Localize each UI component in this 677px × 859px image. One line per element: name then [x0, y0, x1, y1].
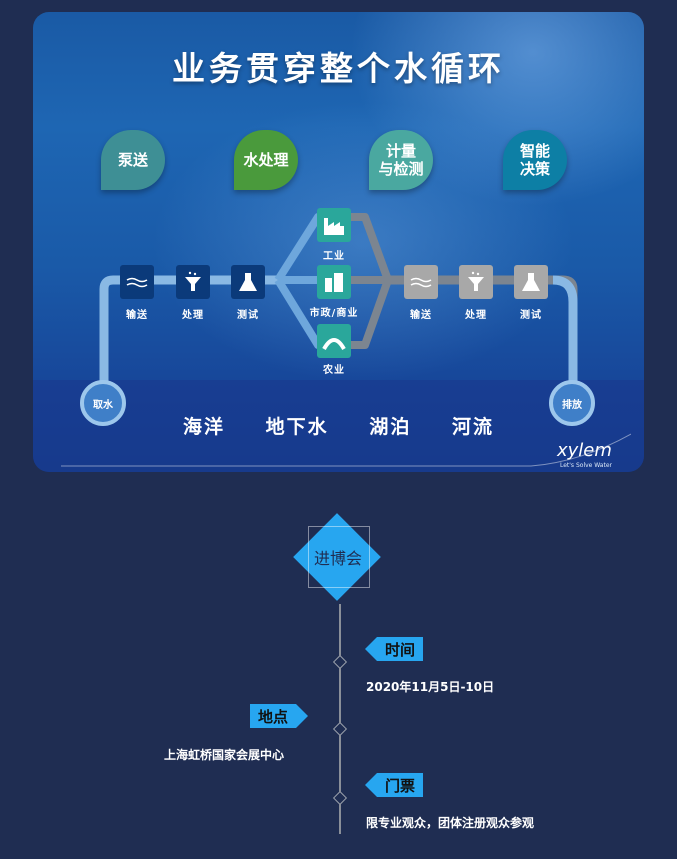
transport-icon	[404, 265, 438, 299]
brand-tagline: Let's Solve Water	[560, 462, 612, 469]
timeline-dot	[332, 721, 348, 737]
node-label: 输送	[126, 310, 148, 321]
node-label: 测试	[520, 310, 542, 321]
event-title: 进博会	[313, 549, 362, 568]
node-label: 处理	[465, 310, 487, 321]
flask-icon	[514, 265, 548, 299]
filter-icon	[459, 265, 493, 299]
discharge-badge: 排放	[549, 380, 595, 426]
water-sources: 海洋 地下水 湖泊 河流	[33, 412, 644, 439]
location-tag: 地点	[250, 704, 309, 728]
node-label: 输送	[410, 310, 432, 321]
brand-logo: xylem	[557, 440, 612, 461]
timeline-dot	[332, 654, 348, 670]
time-value: 2020年11月5日-10日	[366, 680, 495, 694]
ticket-value: 限专业观众，团体注册观众参观	[366, 816, 535, 830]
node-label: 工业	[323, 251, 345, 262]
category-treatment: 水处理	[234, 130, 298, 190]
node-label: 农业	[323, 365, 345, 376]
event-diamond-frame	[308, 526, 370, 588]
source-river: 河流	[451, 416, 494, 438]
location-value: 上海虹桥国家会展中心	[164, 748, 285, 762]
node-label: 市政/商业	[309, 308, 359, 319]
water-cycle-banner: 业务贯穿整个水循环 泵送 水处理 计量 与检测 智能 决策 输送 处理 测试 工…	[33, 12, 644, 472]
source-ocean: 海洋	[183, 416, 226, 438]
category-smart-decision: 智能 决策	[503, 130, 567, 190]
page-title: 业务贯穿整个水循环	[172, 49, 505, 88]
bridge-icon	[317, 324, 351, 358]
category-metering: 计量 与检测	[369, 130, 433, 190]
water-sources-band	[33, 380, 644, 472]
category-pumping: 泵送	[101, 130, 165, 190]
timeline-line	[339, 604, 341, 834]
filter-icon	[176, 265, 210, 299]
source-groundwater: 地下水	[265, 416, 329, 438]
factory-icon	[317, 208, 351, 242]
swoosh-line	[61, 433, 631, 467]
time-tag: 时间	[364, 637, 424, 661]
node-label: 处理	[182, 310, 204, 321]
node-label: 测试	[237, 310, 259, 321]
flask-icon	[231, 265, 265, 299]
transport-icon	[120, 265, 154, 299]
timeline-dot	[332, 790, 348, 806]
building-icon	[317, 265, 351, 299]
intake-badge: 取水	[80, 380, 126, 426]
source-lake: 湖泊	[369, 416, 412, 438]
ticket-tag: 门票	[364, 773, 424, 797]
